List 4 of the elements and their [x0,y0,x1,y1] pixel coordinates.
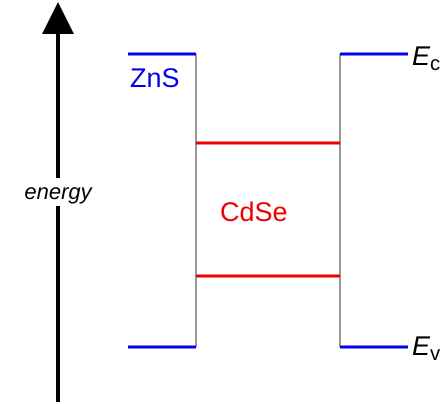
band-label: E$_{c}$ [412,40,440,74]
material-label: ZnS [130,62,180,95]
band-label: E$_{v}$ [412,330,440,364]
material-label: CdSe [220,196,288,229]
